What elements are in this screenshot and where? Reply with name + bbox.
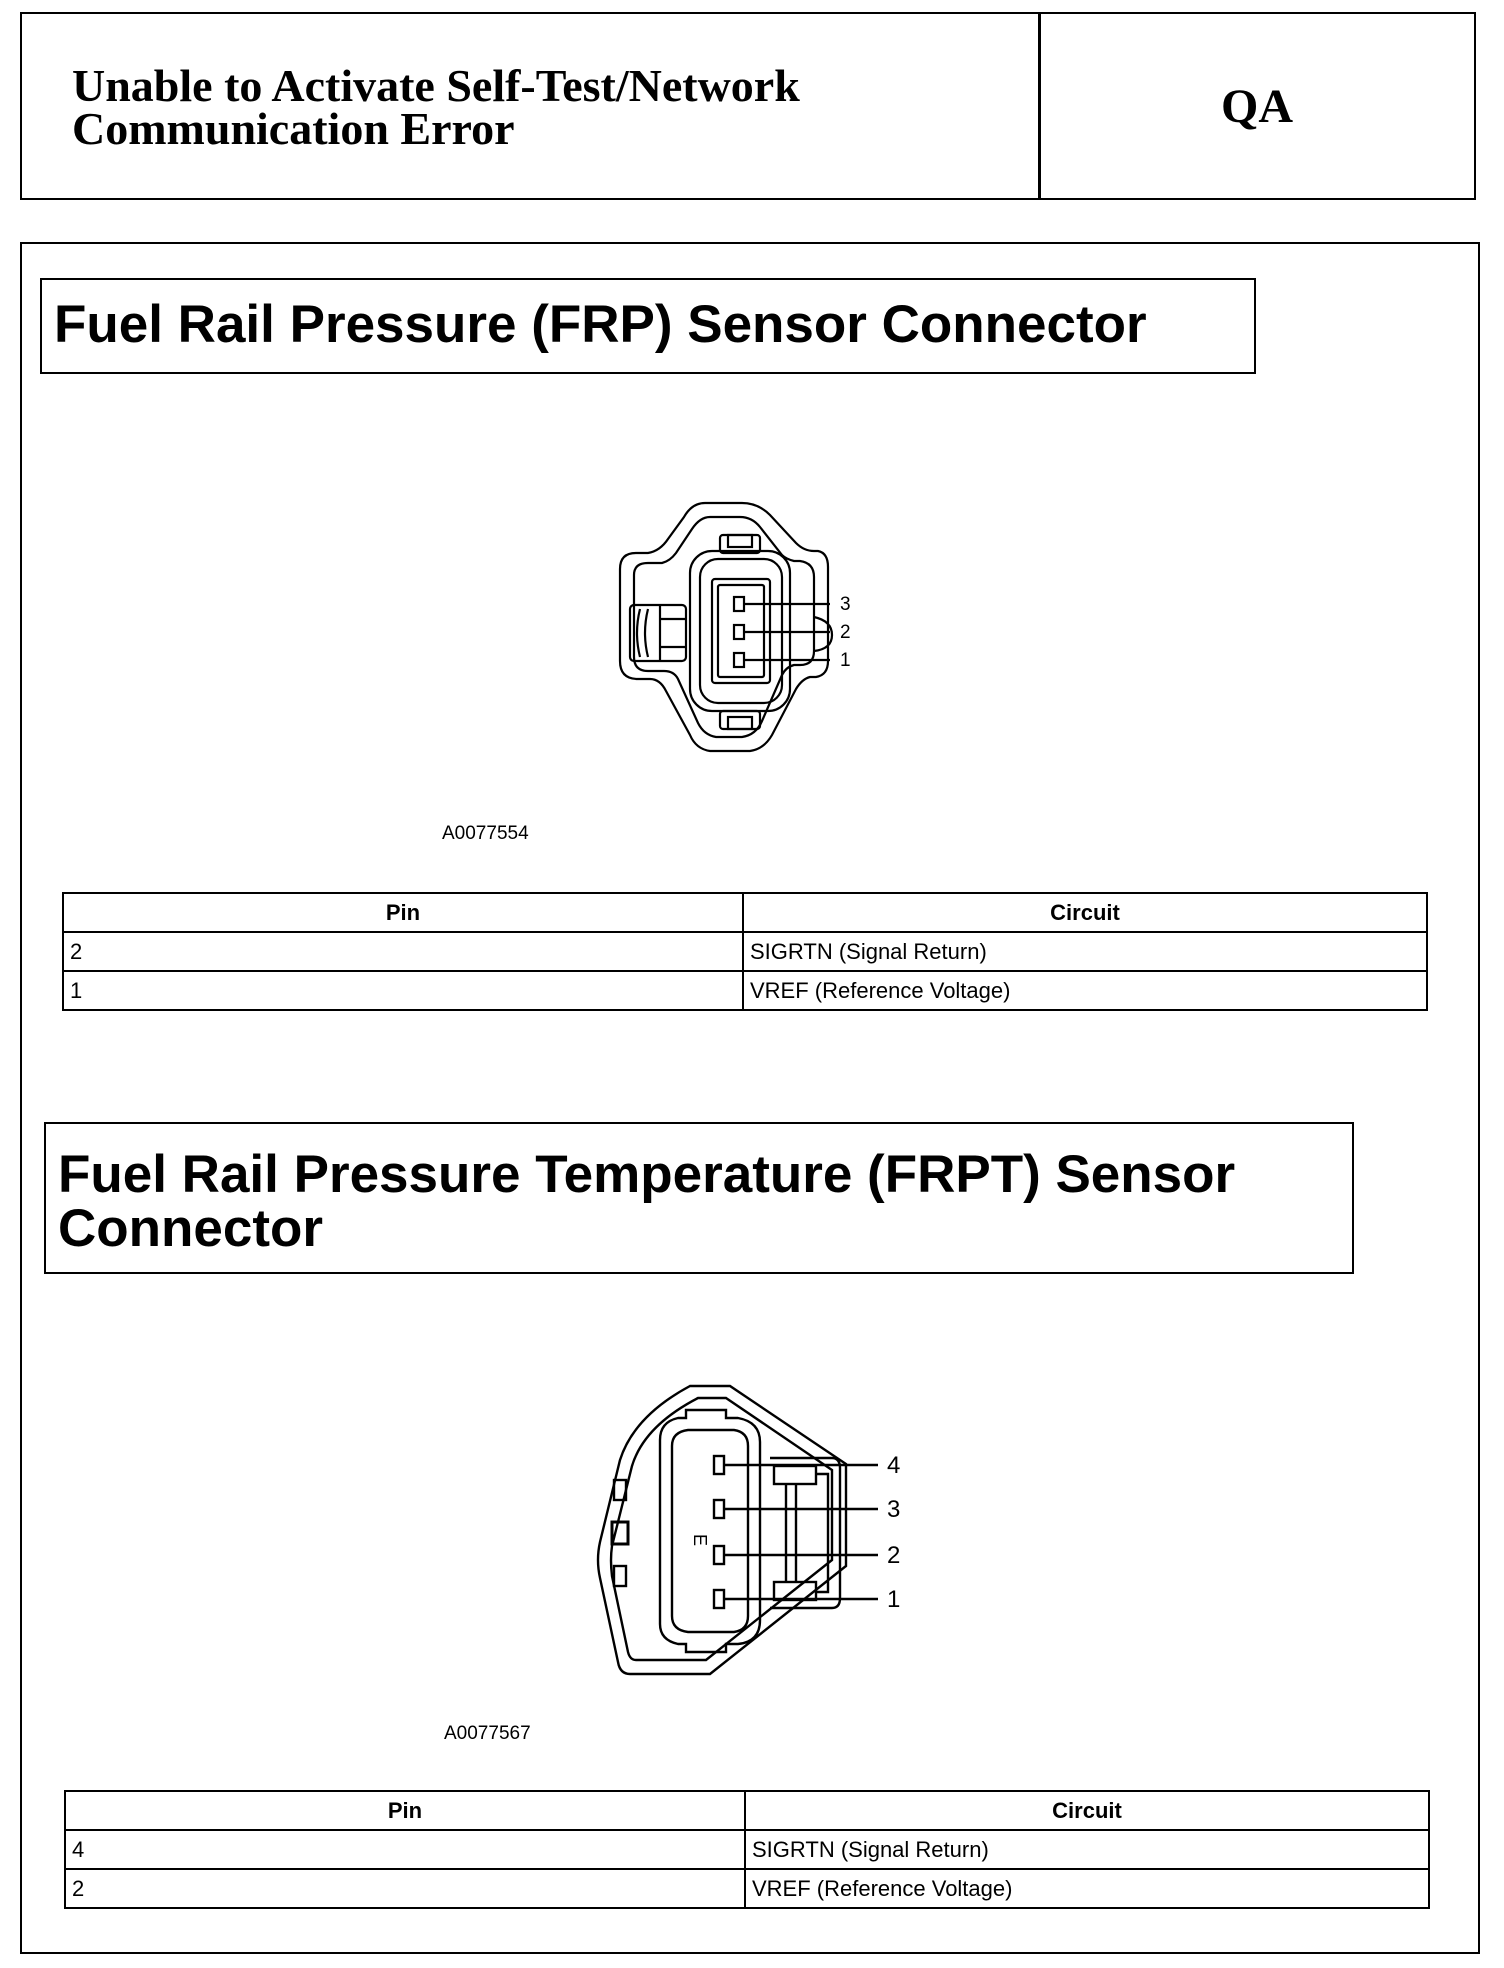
frpt-pin-label-4: 4: [887, 1452, 900, 1479]
frp-pin-label-3: 3: [840, 594, 851, 615]
pin-cell: 2: [62, 931, 744, 972]
table-header-circuit: Circuit: [742, 892, 1428, 933]
document-title: Unable to Activate Self-Test/Network Com…: [72, 60, 1012, 154]
document-title-line-2: Communication Error: [72, 103, 515, 154]
frpt-section-title: Fuel Rail Pressure Temperature (FRPT) Se…: [44, 1122, 1354, 1274]
table-header-row: Pin Circuit: [62, 892, 1428, 933]
document-header: Unable to Activate Self-Test/Network Com…: [20, 12, 1476, 200]
frpt-pin-table: Pin Circuit 4 SIGRTN (Signal Return) 2 V…: [64, 1790, 1430, 1909]
frp-connector-diagram: 3 2 1: [618, 501, 851, 753]
frpt-title-line-2: Connector: [58, 1199, 323, 1258]
content-frame: [20, 242, 1480, 1954]
table-row: 4 SIGRTN (Signal Return): [64, 1829, 1430, 1870]
table-header-pin: Pin: [62, 892, 744, 933]
frpt-pin-label-2: 2: [887, 1542, 900, 1569]
frp-section-title: Fuel Rail Pressure (FRP) Sensor Connecto…: [40, 278, 1256, 374]
frp-pin-table: Pin Circuit 2 SIGRTN (Signal Return) 1 V…: [62, 892, 1428, 1011]
circuit-cell: VREF (Reference Voltage): [742, 970, 1428, 1011]
table-row: 2 SIGRTN (Signal Return): [62, 931, 1428, 972]
frpt-pin-label-3: 3: [887, 1496, 900, 1523]
table-header-circuit: Circuit: [744, 1790, 1430, 1831]
table-header-row: Pin Circuit: [64, 1790, 1430, 1831]
pin-cell: 2: [64, 1868, 746, 1909]
frpt-figure-id: A0077567: [444, 1723, 531, 1744]
pin-cell: 1: [62, 970, 744, 1011]
frpt-title-line-1: Fuel Rail Pressure Temperature (FRPT) Se…: [58, 1145, 1236, 1204]
frp-pin-label-2: 2: [840, 622, 851, 643]
frpt-marking: E: [690, 1534, 710, 1546]
section-code: QA: [1221, 79, 1293, 133]
header-divider: [1038, 14, 1041, 198]
circuit-cell: VREF (Reference Voltage): [744, 1868, 1430, 1909]
table-header-pin: Pin: [64, 1790, 746, 1831]
frp-figure-id: A0077554: [442, 823, 529, 844]
pin-cell: 4: [64, 1829, 746, 1870]
document-title-line-1: Unable to Activate Self-Test/Network: [72, 60, 800, 111]
circuit-cell: SIGRTN (Signal Return): [742, 931, 1428, 972]
table-row: 2 VREF (Reference Voltage): [64, 1868, 1430, 1909]
frpt-pin-label-1: 1: [887, 1586, 900, 1613]
table-row: 1 VREF (Reference Voltage): [62, 970, 1428, 1011]
frp-pin-label-1: 1: [840, 650, 851, 671]
circuit-cell: SIGRTN (Signal Return): [744, 1829, 1430, 1870]
frpt-connector-diagram: E 4 3 2 1: [596, 1384, 900, 1676]
